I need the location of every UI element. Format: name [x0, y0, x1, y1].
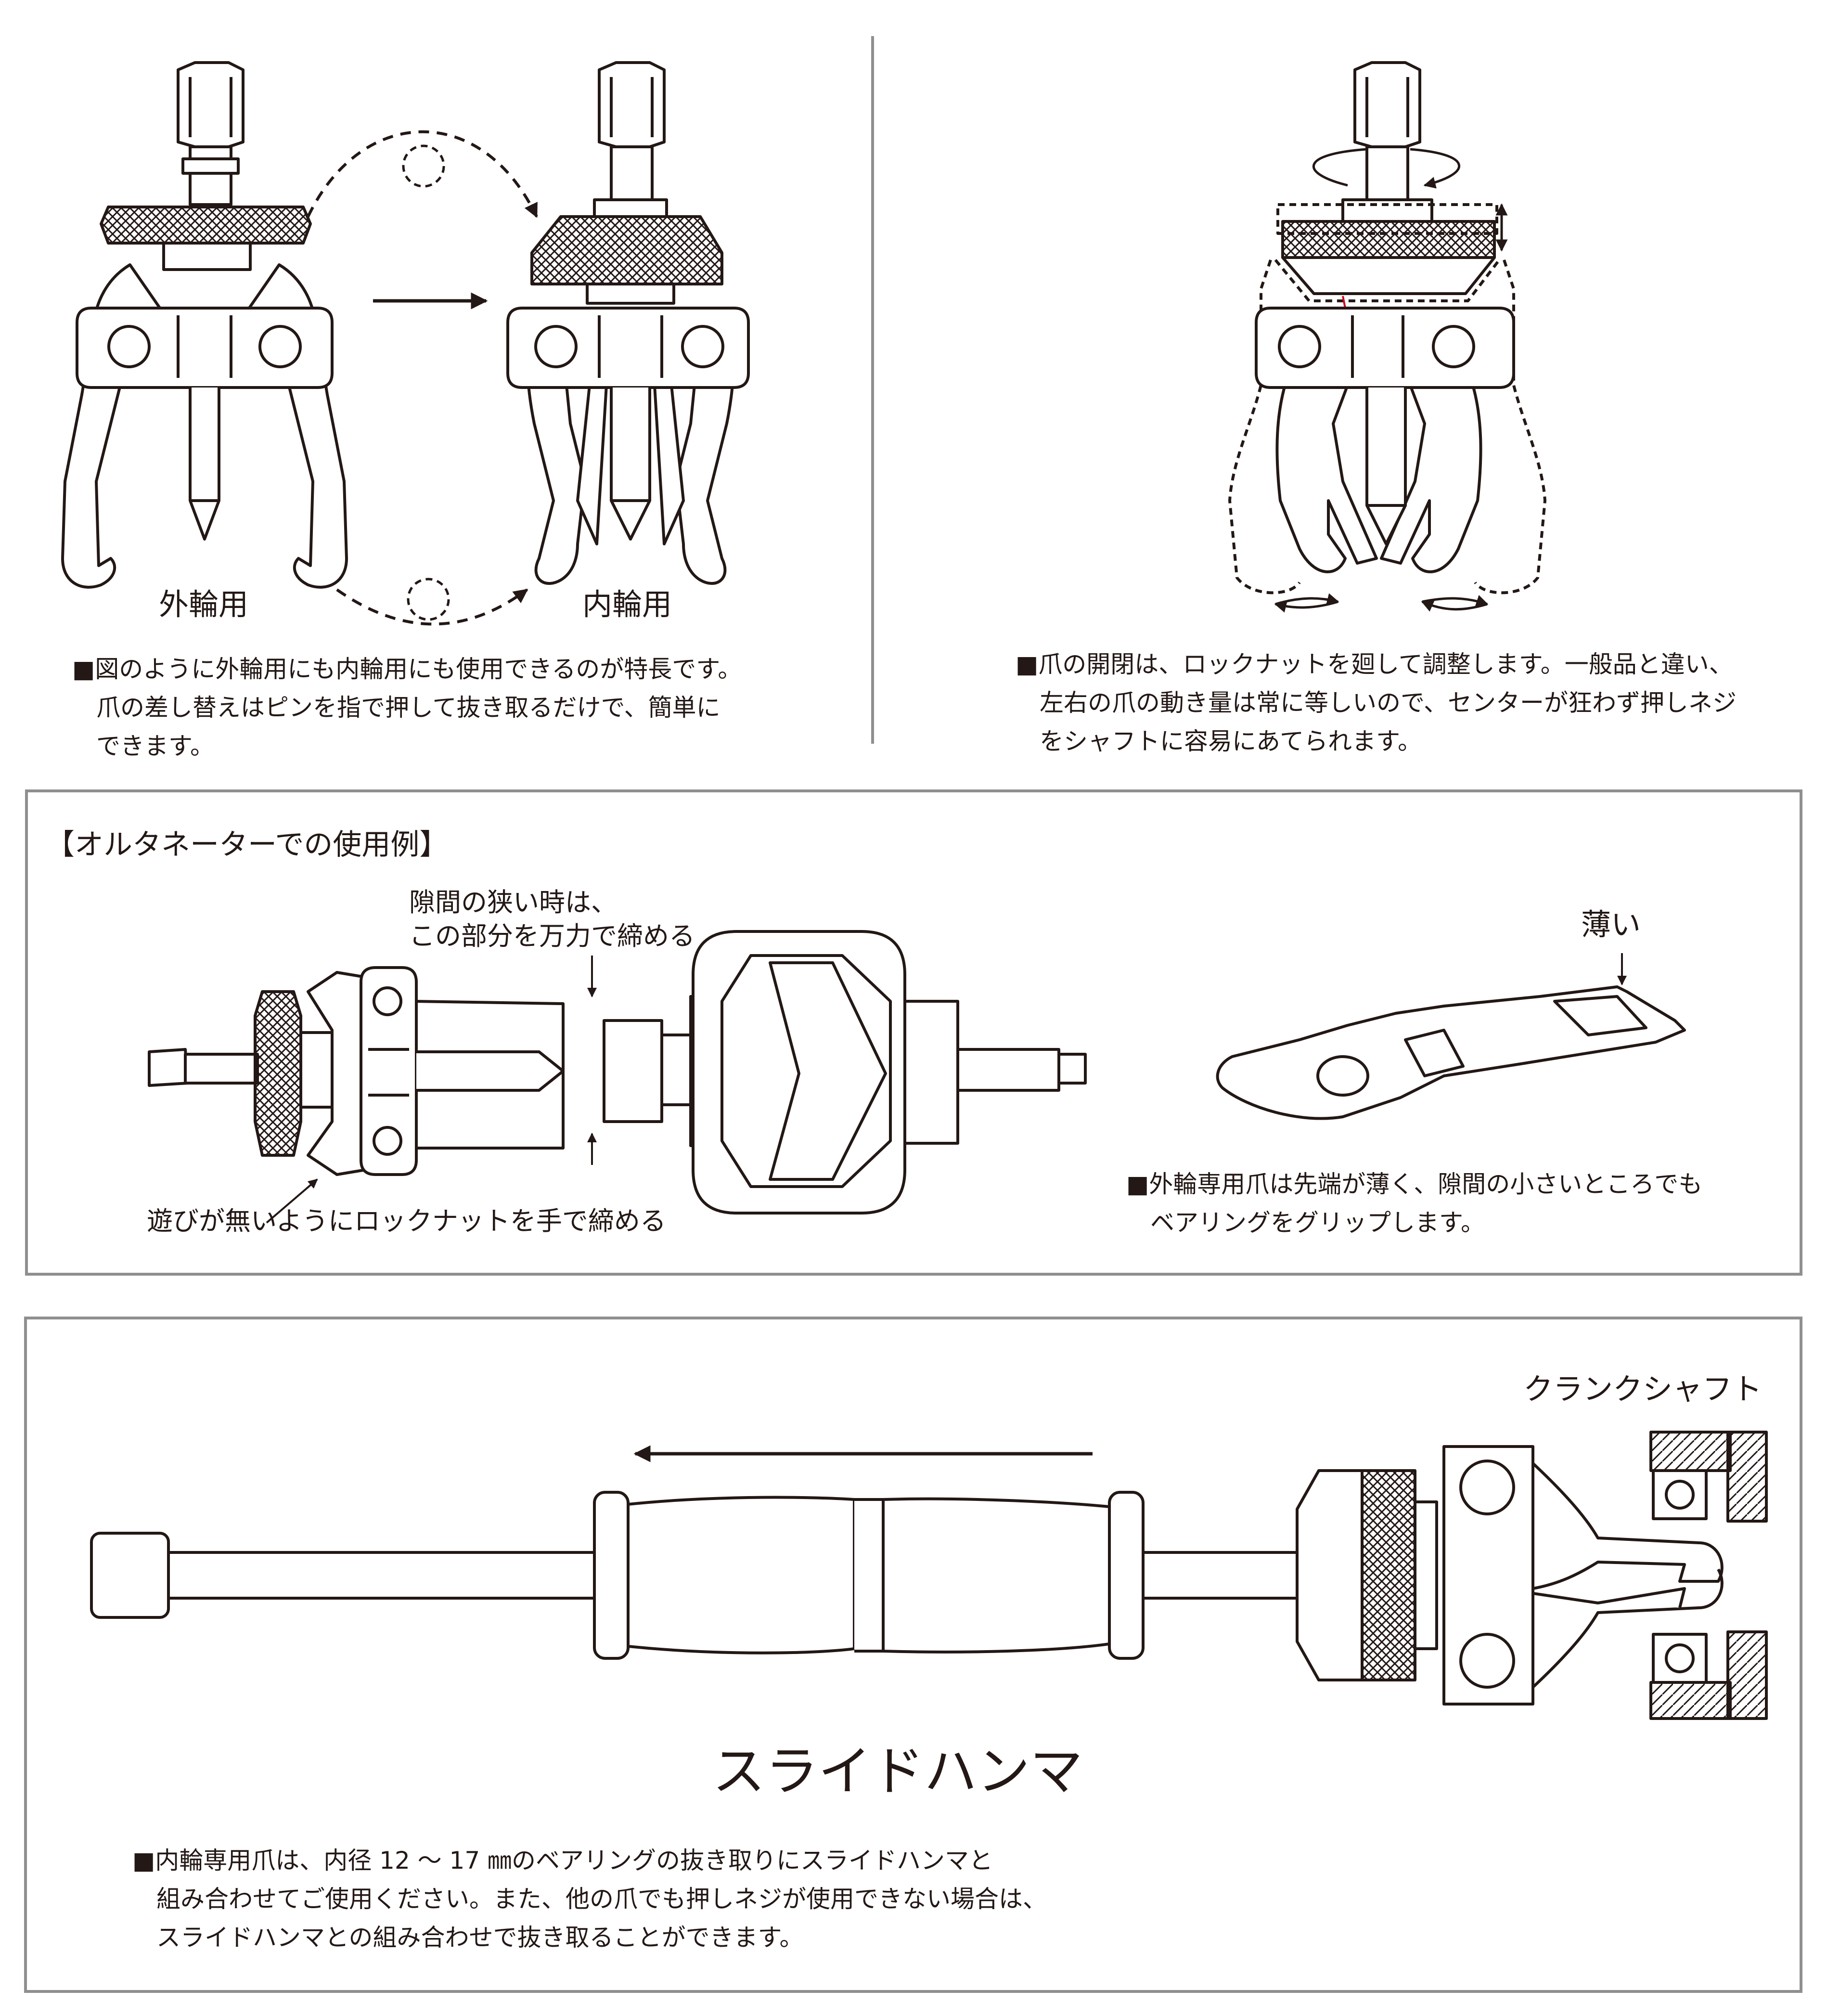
slide-hammer-panel [24, 1317, 1802, 1993]
caption-line: ■外輪専用爪は先端が薄く、隙間の小さいところでも [1126, 1170, 1703, 1198]
dashed-arrow-top-icon [307, 130, 538, 218]
puller-inner-type-figure [506, 61, 750, 585]
caption-slide-hammer: ■内輪専用爪は、内径 12 ～ 17 ㎜のベアリングの抜き取りにスライドハンマと… [132, 1841, 1047, 1957]
caption-line: スライドハンマとの組み合わせで抜き取ることができます。 [156, 1924, 804, 1951]
locknut-pointer-icon [266, 1178, 318, 1224]
note-locknut: 遊びが無いようにロックナットを手で締める [147, 1206, 666, 1236]
claw-adjustment-figure [1228, 61, 1546, 594]
caption-line: ■内輪専用爪は、内径 12 ～ 17 ㎜のベアリングの抜き取りにスライドハンマと [132, 1847, 993, 1874]
thin-outer-claw-figure [1216, 985, 1686, 1120]
caption-line: ベアリングをグリップします。 [1150, 1209, 1485, 1237]
label-thin: 薄い [1581, 907, 1641, 942]
caption-line: をシャフトに容易にあてられます。 [1040, 727, 1422, 755]
label-outer-race: 外輪用 [159, 587, 249, 622]
caption-line: できます。 [96, 732, 214, 760]
note-line: 隙間の狭い時は、 [409, 887, 617, 918]
alternator-usage-figure [148, 930, 1087, 1215]
top-section-divider [871, 36, 874, 744]
caption-top-right: ■爪の開閉は、ロックナットを廻して調整します。一般品と違い、 左右の爪の動き量は… [1016, 645, 1737, 761]
slide-hammer-title: スライドハンマ [712, 1741, 1083, 1802]
caption-line: 爪の差し替えはピンを指で押して抜き取るだけで、簡単に [96, 694, 721, 722]
caption-line: 左右の爪の動き量は常に等しいので、センターが狂わず押しネジ [1040, 689, 1737, 717]
rotate-arrow-icon [1312, 148, 1461, 185]
slide-hammer-figure [90, 1431, 1768, 1720]
caption-line: ■爪の開閉は、ロックナットを廻して調整します。一般品と違い、 [1016, 650, 1733, 678]
puller-outer-type-figure [61, 61, 348, 589]
alternator-example-panel [25, 789, 1802, 1276]
alternator-title: 【オルタネーターでの使用例】 [46, 828, 449, 862]
caption-alternator: ■外輪専用爪は先端が薄く、隙間の小さいところでも ベアリングをグリップします。 [1126, 1165, 1702, 1242]
note-vise-clamp: 隙間の狭い時は、 この部分を万力で締める [409, 886, 695, 953]
label-inner-race: 内輪用 [582, 587, 672, 622]
caption-line: ■図のように外輪用にも内輪用にも使用できるのが特長です。 [72, 655, 742, 683]
note-line: この部分を万力で締める [409, 921, 695, 951]
label-crankshaft: クランクシャフト [1523, 1371, 1763, 1407]
claw-move-right-arrow-icon [1422, 595, 1489, 607]
caption-line: 組み合わせてご使用ください。また、他の爪でも押しネジが使用できない場合は、 [156, 1885, 1047, 1913]
caption-top-left: ■図のように外輪用にも内輪用にも使用できるのが特長です。 爪の差し替えはピンを指… [72, 650, 742, 765]
